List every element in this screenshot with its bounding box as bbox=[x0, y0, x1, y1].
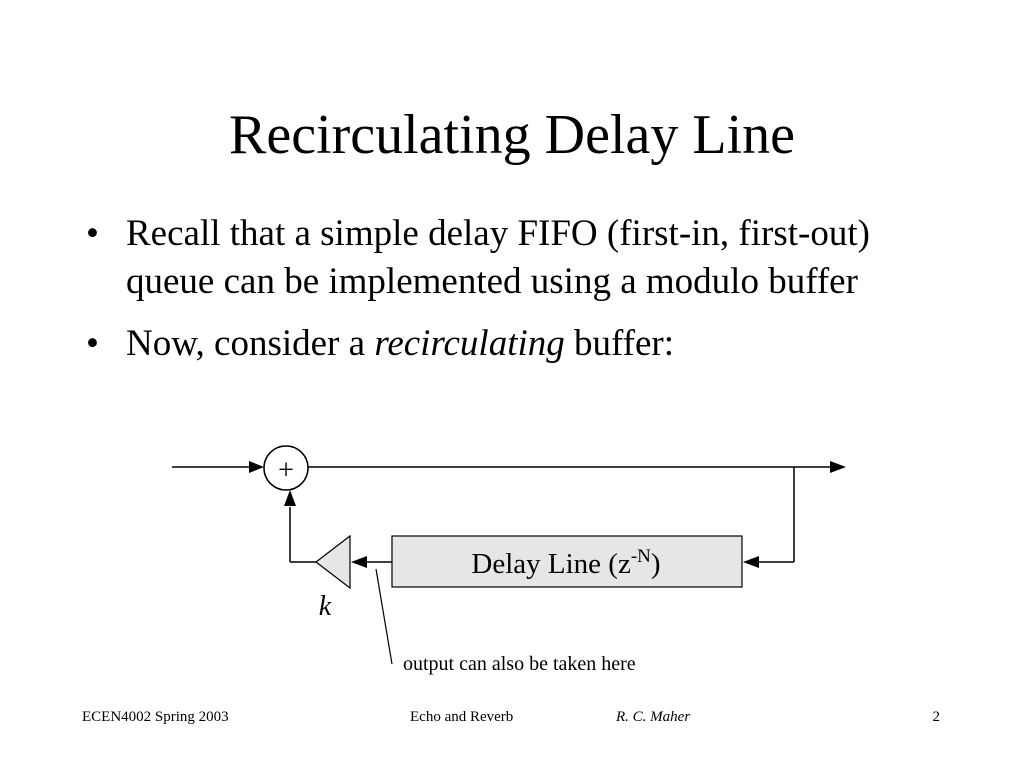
adder-plus-sign: + bbox=[278, 455, 294, 486]
gain-label: k bbox=[319, 591, 332, 622]
bullet-item-recirculating: • Now, consider a recirculating buffer: bbox=[86, 320, 966, 368]
adder-feedback-arrowhead bbox=[284, 490, 296, 506]
bullet-text-italic: recirculating bbox=[374, 323, 565, 364]
output-tap-pointer bbox=[375, 568, 393, 665]
bullet-marker: • bbox=[86, 323, 99, 364]
bullet-text-before: Now, consider a bbox=[126, 323, 375, 364]
output-arrowhead bbox=[830, 461, 846, 473]
footer-topic: Echo and Reverb bbox=[410, 709, 514, 725]
footer-page-number: 2 bbox=[932, 709, 941, 725]
bullet-text: Recall that a simple delay FIFO (first-i… bbox=[126, 213, 870, 302]
slide-title: Recirculating Delay Line bbox=[229, 104, 795, 166]
footer-course: ECEN4002 Spring 2003 bbox=[82, 709, 229, 725]
output-tap-note: output can also be taken here bbox=[403, 653, 636, 675]
gain-input-arrowhead bbox=[351, 556, 367, 568]
gain-triangle bbox=[315, 534, 351, 590]
footer-author: R. C. Maher bbox=[616, 709, 691, 725]
bullet-text-after: buffer: bbox=[564, 323, 675, 364]
delay-line-box bbox=[391, 535, 743, 588]
input-arrowhead bbox=[249, 461, 264, 473]
bullet-marker: • bbox=[86, 213, 99, 254]
delay-line-label: Delay Line (z-N) bbox=[471, 546, 660, 580]
adder-circle bbox=[263, 445, 309, 491]
bullet-list: • Recall that a simple delay FIFO (first… bbox=[86, 210, 966, 382]
delay-input-arrowhead bbox=[743, 556, 759, 568]
bullet-item-fifo: • Recall that a simple delay FIFO (first… bbox=[86, 210, 966, 306]
